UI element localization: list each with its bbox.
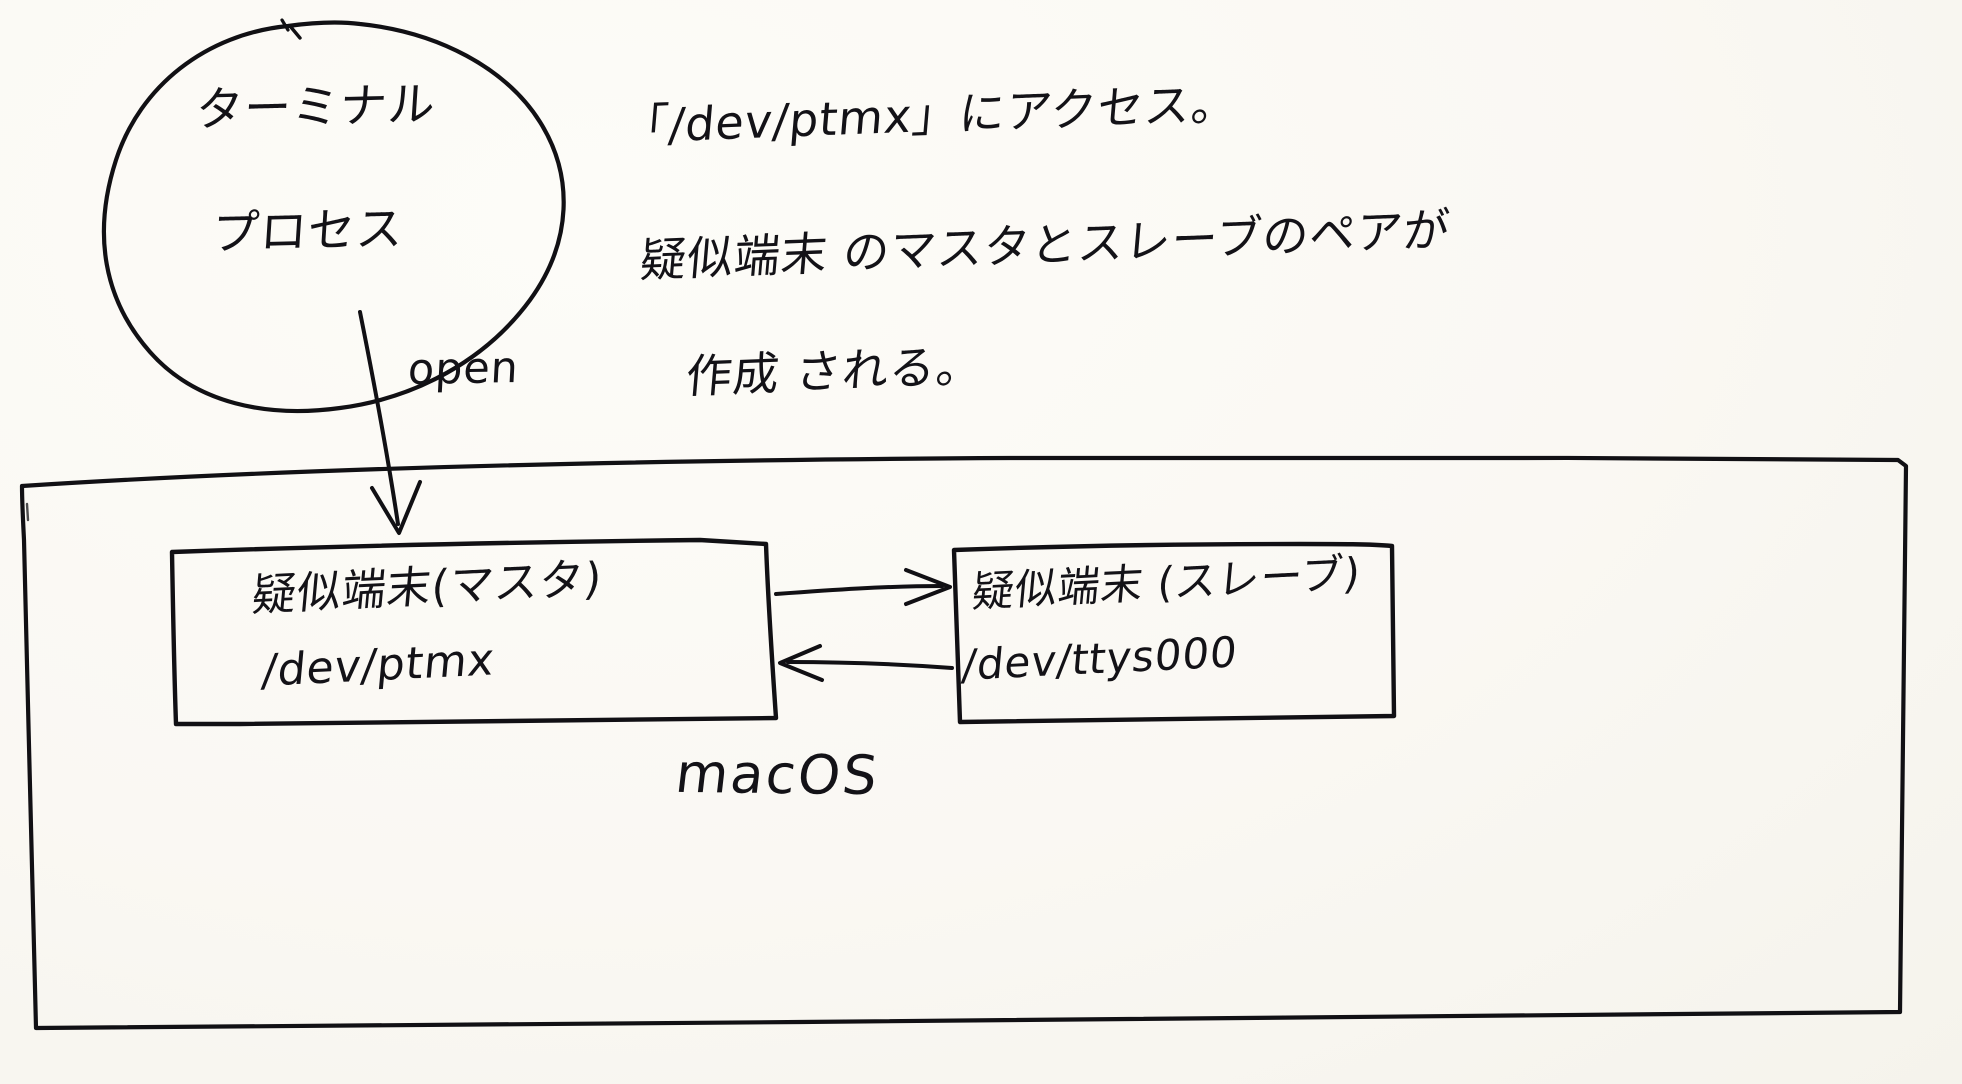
slave-to-master-arrow-shaft <box>786 660 954 670</box>
open-arrow-shaft <box>358 310 400 526</box>
master-to-slave-arrow-shaft <box>774 584 944 596</box>
slave-box-rect <box>951 541 1397 725</box>
terminal-process-label-line1: ターミナル <box>194 77 438 138</box>
master-box-rect <box>169 537 779 727</box>
ellipse-pen-start-tick <box>288 24 302 40</box>
macos-container-rect <box>19 455 1909 1031</box>
terminal-process-label-line2: プロセス <box>210 201 406 262</box>
slave-to-master-arrow-head <box>778 644 824 682</box>
open-arrow-head <box>370 480 422 535</box>
terminal-process-ellipse <box>101 20 566 414</box>
annotation-line-3: 作成 される。 <box>683 338 986 404</box>
paper-ink-fleck <box>25 502 30 522</box>
ellipse-pen-overlap-tick <box>280 18 290 32</box>
open-edge-label: open <box>406 343 521 395</box>
master-to-slave-arrow-head <box>904 568 952 606</box>
os-container-label: macOS <box>672 741 883 808</box>
master-node-device-path: /dev/ptmx <box>259 634 497 697</box>
